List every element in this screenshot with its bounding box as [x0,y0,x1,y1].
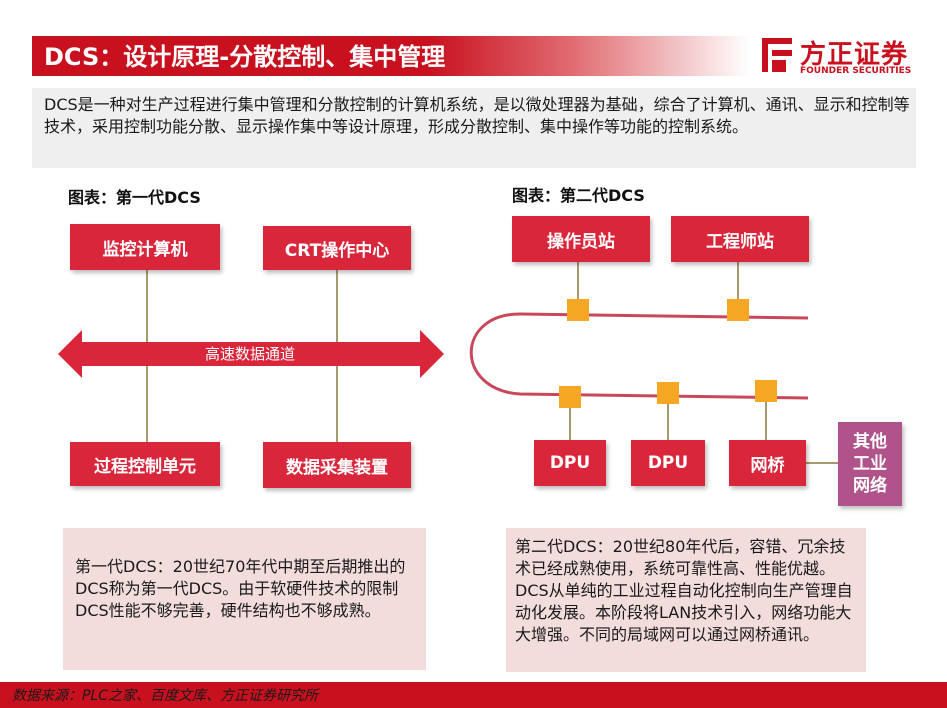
process-control-box: 过程控制单元 [70,442,220,486]
monitor-computer-box: 监控计算机 [70,224,220,270]
bus-node [727,299,749,321]
data-acquisition-box: 数据采集装置 [263,442,411,488]
dpu-box-2: DPU [631,440,705,486]
bus-node [567,299,589,321]
page-title: DCS：设计原理-分散控制、集中管理 [44,43,446,71]
logo-text-cn: 方正证券 [800,40,909,70]
gen2-note-text: 第二代DCS：20世纪80年代后，容错、冗余技术已经成熟使用，系统可靠性高、性能… [515,537,853,644]
dpu-box-1: DPU [534,440,606,486]
gen1-label: 图表：第一代DCS [68,188,201,207]
bus-node [559,386,581,408]
gen2-note-box [506,528,866,672]
channel-arrow [58,330,444,378]
data-source: 数据来源：PLC之家、百度文库、方正证券研究所 [12,688,319,704]
redundant-bus [469,312,809,400]
gen2-label: 图表：第二代DCS [512,186,645,205]
gen1-note-box [63,528,426,670]
other-network-box: 其他工业网络 [838,422,902,506]
intro-box [32,88,916,168]
engineer-station-box: 工程师站 [671,216,809,262]
channel-label: 高速数据通道 [204,345,295,363]
bus-node [657,382,679,404]
title-bar [32,36,750,76]
bridge-box: 网桥 [729,440,806,486]
gen1-note-text: 第一代DCS：20世纪70年代中期至后期推出的DCS称为第一代DCS。由于软硬件… [75,557,406,620]
intro-text: DCS是一种对生产过程进行集中管理和分散控制的计算机系统，是以微处理器为基础，综… [44,95,910,136]
operator-station-box: 操作员站 [512,216,650,262]
crt-center-box: CRT操作中心 [263,226,411,270]
founder-logo-icon [762,38,792,72]
logo-text-en: FOUNDER SECURITIES [800,66,912,76]
bus-node [755,380,777,402]
footer-bar [0,682,947,708]
